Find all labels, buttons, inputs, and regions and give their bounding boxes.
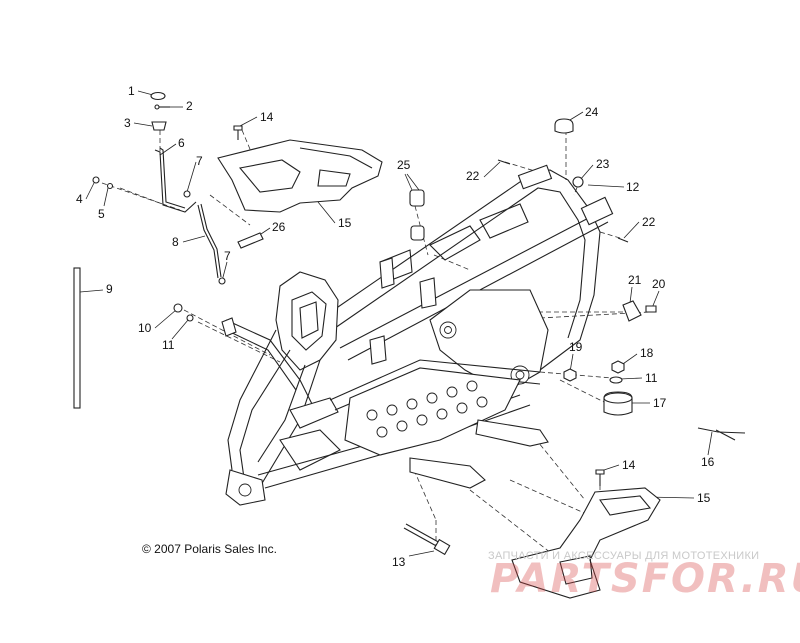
callout-7a: 7 — [196, 154, 203, 168]
callout-7b: 7 — [224, 249, 231, 263]
callout-4: 4 — [76, 192, 83, 206]
callout-21: 21 — [628, 273, 642, 287]
main-frame — [221, 164, 614, 506]
footrest-plate-15b — [511, 487, 661, 599]
callout-17: 17 — [653, 396, 667, 410]
hardware-parts — [73, 91, 746, 556]
callout-15a: 15 — [338, 216, 352, 230]
screw-part-14b — [595, 469, 605, 475]
footrest-plates — [217, 139, 661, 599]
callout-6: 6 — [178, 136, 185, 150]
footrest-plate-15a — [217, 139, 383, 213]
callout-14b: 14 — [622, 458, 636, 472]
nut-part-19 — [563, 368, 577, 382]
callout-9: 9 — [106, 282, 113, 296]
washer-part-11b — [609, 376, 623, 384]
callout-18: 18 — [640, 346, 654, 360]
callout-22a: 22 — [466, 169, 480, 183]
callout-11a: 11 — [162, 338, 175, 352]
screw-part-14a — [233, 125, 243, 131]
callout-14a: 14 — [260, 110, 274, 124]
callout-22b: 22 — [642, 215, 656, 229]
callout-2: 2 — [186, 99, 193, 113]
callout-8: 8 — [172, 235, 179, 249]
callout-16: 16 — [701, 455, 715, 469]
callout-1: 1 — [128, 84, 135, 98]
callout-13: 13 — [392, 555, 406, 569]
leader-lines — [79, 90, 713, 557]
sleeve-part-26 — [237, 232, 264, 249]
watermark-logo: PARTSFOR.RU — [490, 556, 800, 602]
callout-24: 24 — [585, 105, 599, 119]
watermark-caption: ЗАПЧАСТИ И АКСЕССУАРЫ ДЛЯ МОТОТЕХНИКИ — [488, 550, 760, 562]
callout-5: 5 — [98, 207, 105, 221]
callout-26: 26 — [272, 220, 286, 234]
cap-part-24 — [554, 118, 574, 134]
bushing-part-25 — [409, 189, 425, 207]
bolt-part-22b — [617, 237, 629, 243]
bracket-part-21 — [622, 300, 642, 322]
cap-part-1 — [150, 91, 166, 101]
bolt-part-20 — [645, 305, 657, 313]
nut-part-18 — [611, 360, 625, 374]
washer-part-5 — [106, 182, 114, 190]
callout-10: 10 — [138, 321, 152, 335]
nut-part-10 — [173, 303, 183, 313]
rod-part-6 — [154, 149, 197, 213]
bolt-part-7 — [183, 190, 191, 198]
washer-part-11a — [186, 314, 194, 322]
callout-23: 23 — [596, 157, 610, 171]
callout-11b: 11 — [645, 371, 658, 385]
cable-part-16 — [697, 427, 746, 434]
callout-3: 3 — [124, 116, 131, 130]
callout-19: 19 — [569, 340, 583, 354]
callout-12: 12 — [626, 180, 640, 194]
callout-labels: 1 2 3 4 5 6 7 7 8 9 10 11 11 12 13 14 14… — [76, 84, 715, 569]
copyright-notice: © 2007 Polaris Sales Inc. — [142, 542, 277, 556]
bar-part-9 — [73, 267, 81, 409]
callout-15b: 15 — [697, 491, 711, 505]
bolt-part-22a — [497, 159, 511, 165]
callout-25: 25 — [397, 158, 411, 172]
bolt-part-13 — [403, 527, 441, 549]
linkage-part-8 — [197, 204, 219, 279]
screw-part-4 — [92, 176, 100, 184]
callout-20: 20 — [652, 277, 666, 291]
gear-part-23 — [572, 176, 584, 188]
grommet-part-3 — [151, 121, 167, 131]
